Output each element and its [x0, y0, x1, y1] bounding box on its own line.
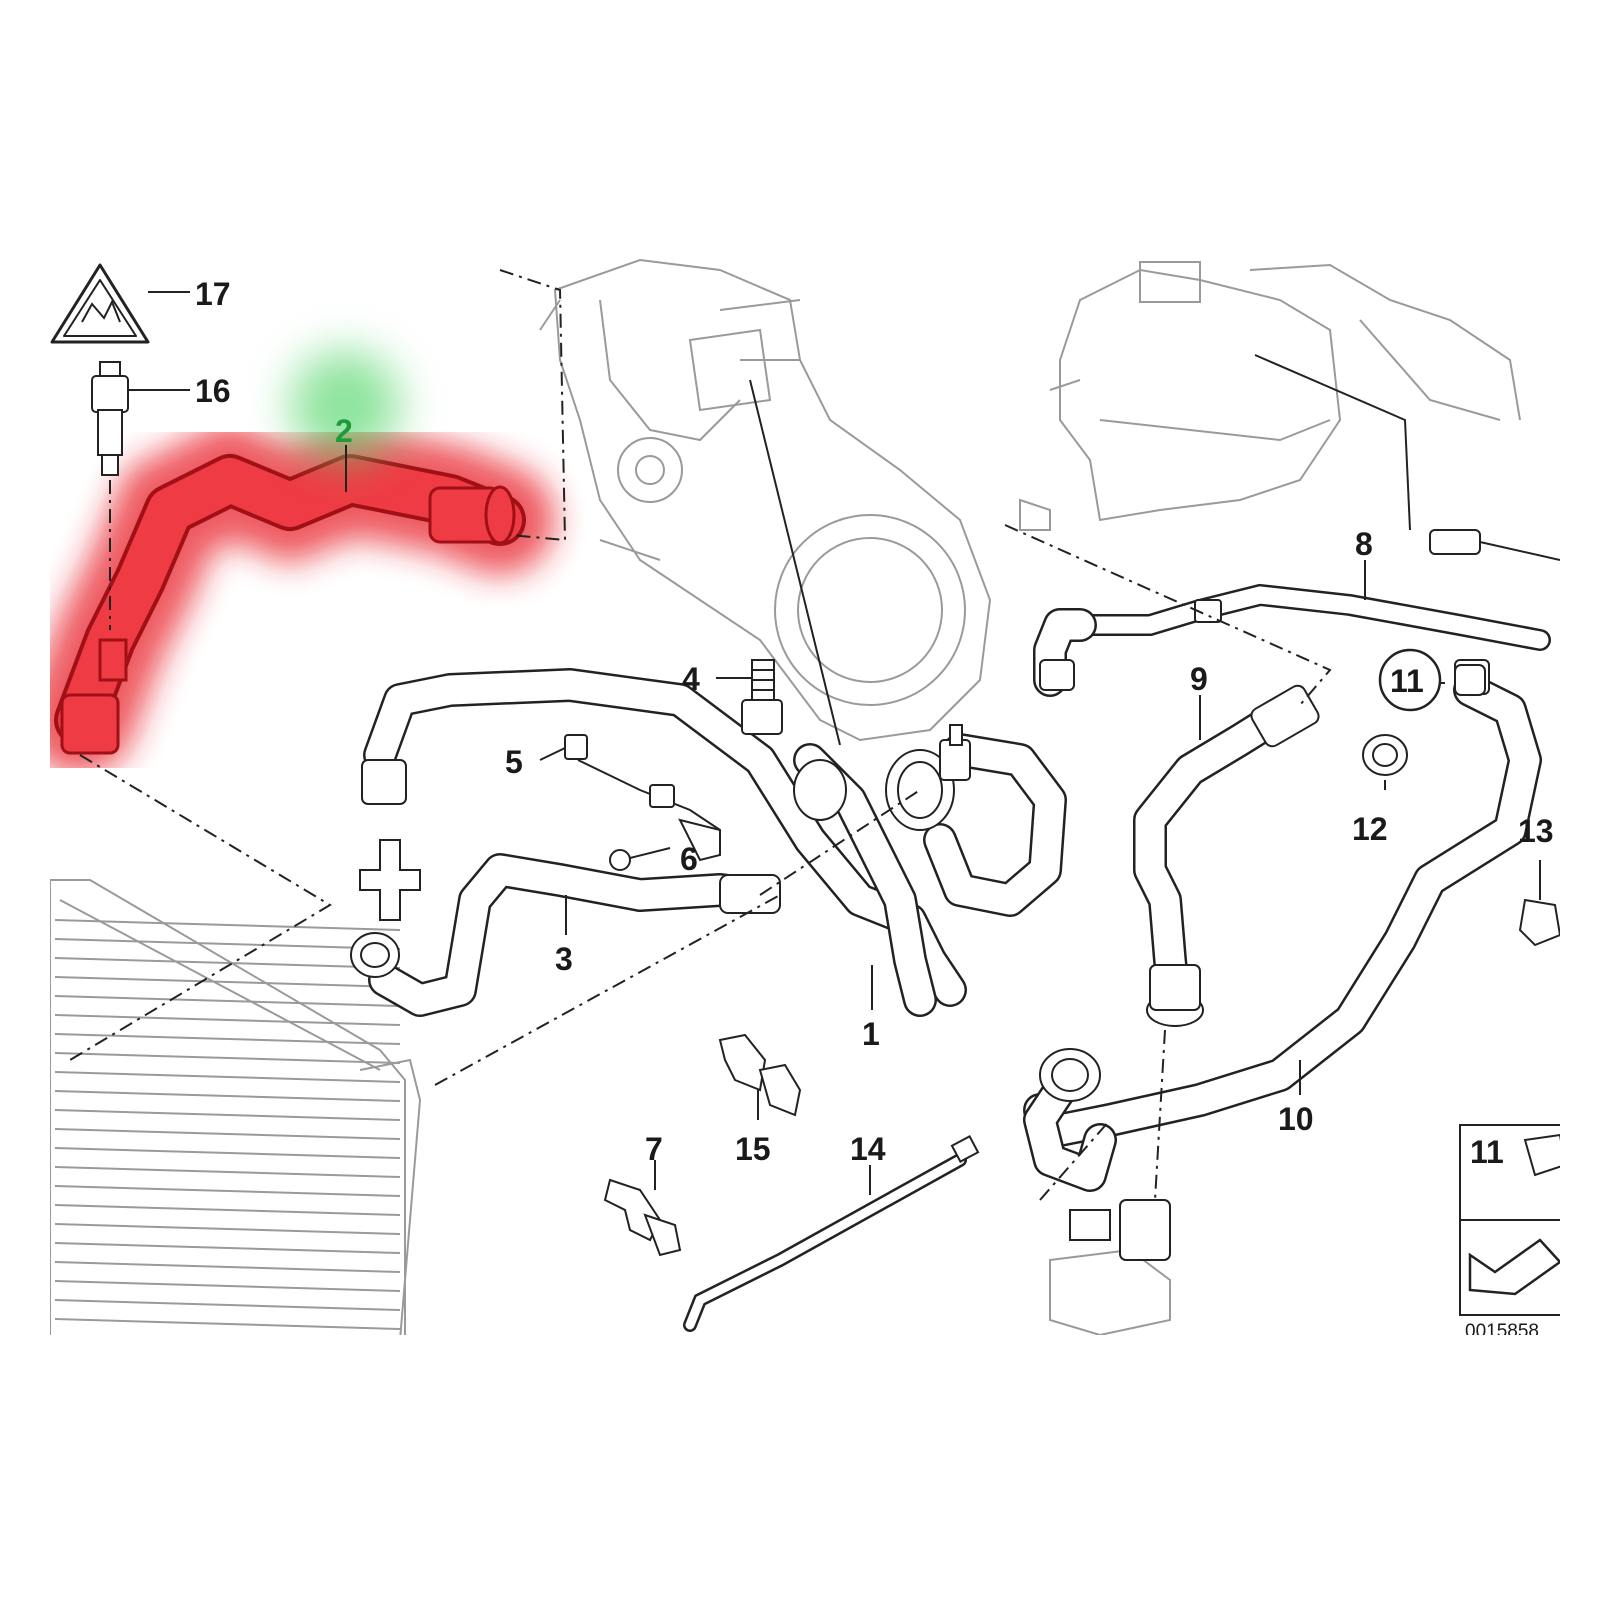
label-part-17: 17	[195, 276, 231, 312]
radiator-fin	[54, 995, 401, 1007]
label-part-8: 8	[1355, 526, 1373, 562]
hose-9	[1133, 684, 1320, 1027]
label-part-2: 2	[335, 413, 353, 449]
radiator-fin	[54, 1052, 401, 1064]
part-16-temp-sensor	[91, 361, 129, 476]
part-labels: 17 16 2 4 5 6 3 1 15 14 7 8 9 12 13 10	[195, 276, 1554, 1167]
part-4-fitting	[741, 659, 783, 735]
hose-1	[361, 668, 1067, 1017]
radiator-fin	[54, 1071, 401, 1083]
radiator	[50, 879, 422, 1335]
label-part-15: 15	[735, 1131, 771, 1167]
radiator-fin	[54, 957, 401, 969]
label-part-7: 7	[645, 1131, 663, 1167]
hose-10	[1023, 659, 1542, 1192]
label-part-9: 9	[1190, 661, 1208, 697]
radiator-fin	[54, 1147, 401, 1159]
part-17-warning-label	[50, 263, 150, 344]
radiator-fin	[54, 1280, 401, 1292]
diagram-code: 0015858	[1465, 1321, 1539, 1342]
hose-8	[1033, 529, 1560, 697]
radiator-fin	[54, 1299, 401, 1311]
radiator-fin	[54, 1128, 401, 1140]
upper-radiator-hose	[54, 454, 526, 755]
label-part-13: 13	[1518, 813, 1554, 849]
leader-lines	[128, 291, 1541, 1195]
expansion-tank-outline	[1019, 261, 1521, 531]
part-15-clips	[718, 1033, 802, 1117]
radiator-fin	[54, 1318, 401, 1330]
part-2-label-glow	[290, 350, 400, 460]
part-6-bolt	[609, 847, 671, 871]
inset-label-11: 11	[1470, 1134, 1504, 1170]
auxiliary-water-pump	[1049, 1199, 1171, 1335]
label-part-16: 16	[195, 373, 231, 409]
part-13-clamp	[1518, 898, 1560, 947]
part-7-clip	[603, 1178, 682, 1257]
label-part-14: 14	[850, 1131, 886, 1167]
label-part-6: 6	[680, 841, 698, 877]
engine-block-outline	[539, 258, 992, 742]
hose-3	[350, 853, 781, 1017]
label-part-4: 4	[682, 661, 700, 697]
label-part-1: 1	[862, 1016, 880, 1052]
part-11-clamp	[1454, 664, 1486, 696]
radiator-fin	[54, 1109, 401, 1121]
radiator-fin	[54, 1014, 401, 1026]
radiator-fin	[54, 1242, 401, 1254]
radiator-fin	[54, 1090, 401, 1102]
arrow-icon	[1468, 1238, 1560, 1296]
part-12-clamp	[1362, 734, 1408, 776]
radiator-fin	[54, 1033, 401, 1045]
t-connector	[359, 839, 421, 921]
radiator-fin	[54, 1166, 401, 1178]
part-14-cable-tie	[683, 1135, 980, 1332]
radiator-fin	[54, 976, 401, 988]
label-part-5: 5	[505, 744, 523, 780]
radiator-fin	[54, 1185, 401, 1197]
part-5-bracket	[564, 734, 721, 862]
radiator-fin	[54, 1223, 401, 1235]
radiator-fin	[54, 938, 401, 950]
radiator-fin	[54, 1204, 401, 1216]
inset-box: 11	[1459, 1124, 1560, 1316]
radiator-fin	[54, 919, 401, 931]
label-part-11: 11	[1390, 663, 1424, 699]
label-part-10: 10	[1278, 1101, 1314, 1137]
label-part-11-circled: 11	[1378, 648, 1442, 712]
label-part-3: 3	[555, 941, 573, 977]
label-part-12: 12	[1352, 811, 1388, 847]
radiator-fin	[54, 1261, 401, 1273]
connection-lines	[69, 269, 1332, 1201]
